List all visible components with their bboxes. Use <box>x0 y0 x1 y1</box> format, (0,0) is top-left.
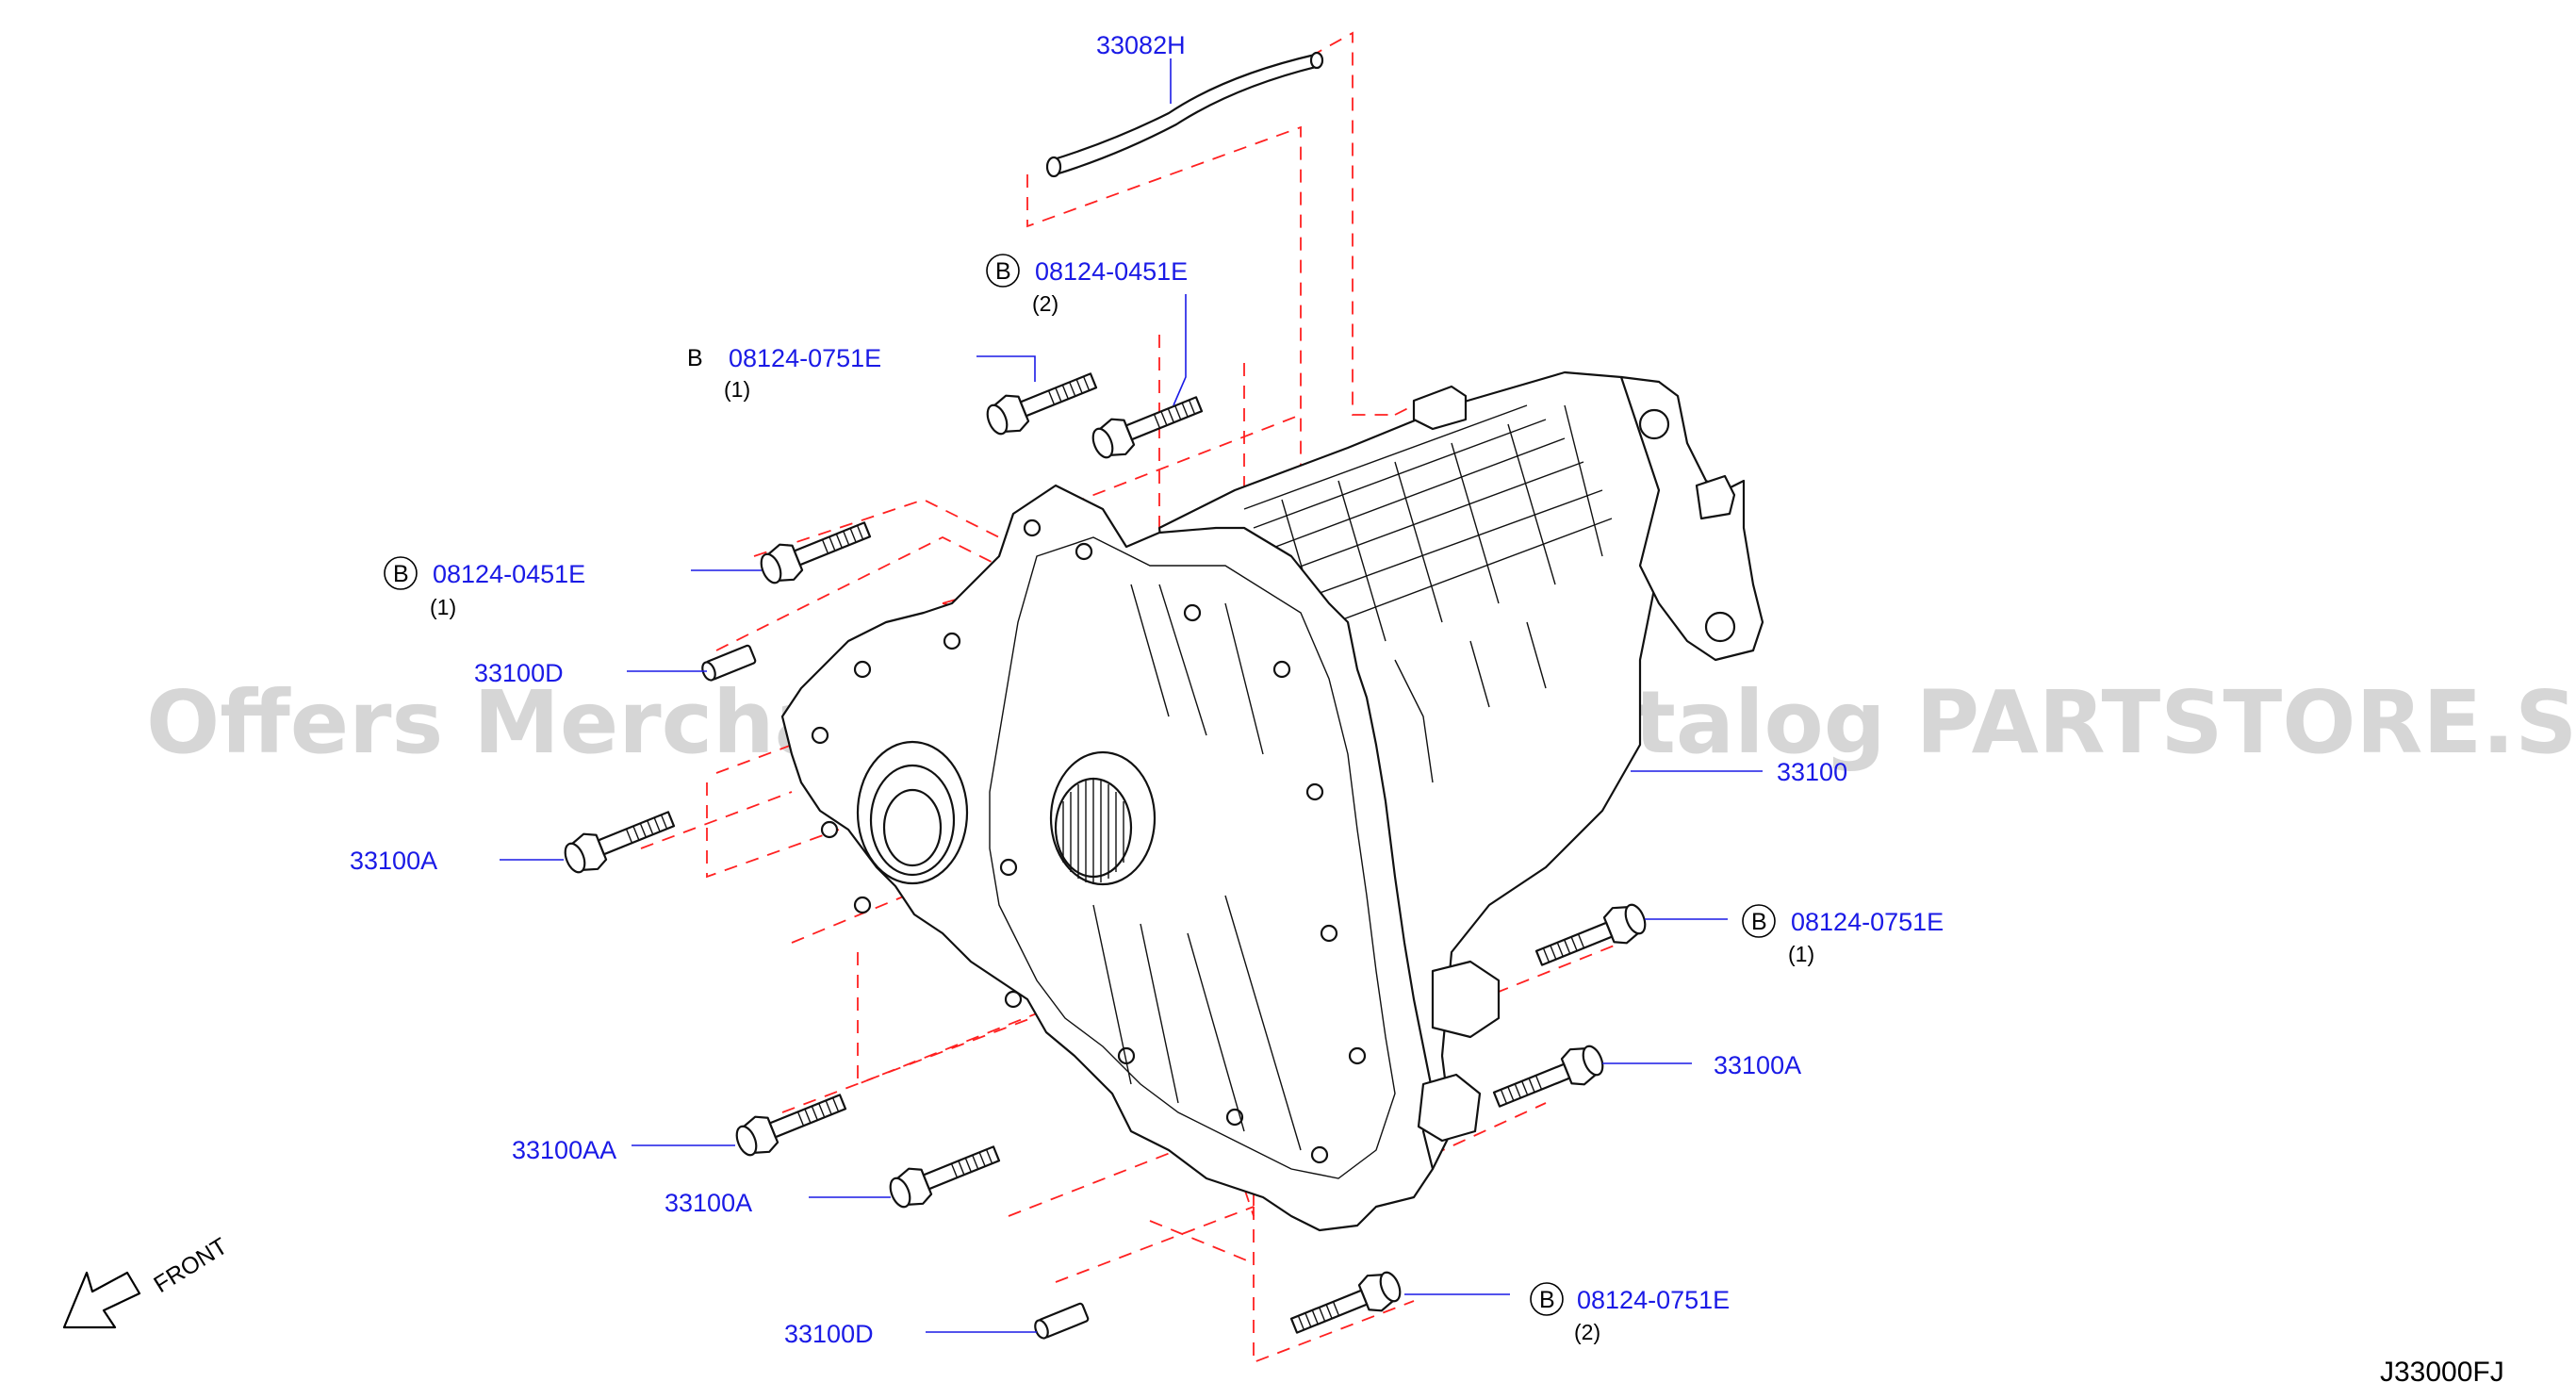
bolt-left-lower-graphic <box>730 1083 851 1163</box>
callout-08124-0451E-left[interactable]: B 08124-0451E (1) <box>384 556 585 619</box>
part-number-label: 08124-0751E <box>1791 908 1944 936</box>
circled-b-icon <box>1742 904 1776 938</box>
quantity-label: (1) <box>724 377 750 402</box>
leader-lines <box>500 58 1763 1333</box>
quantity-label: (2) <box>1574 1320 1600 1344</box>
quantity-label: (1) <box>1788 942 1814 966</box>
b-symbol: B <box>393 561 409 587</box>
circled-b-icon <box>986 254 1020 288</box>
callout-33100D-upper[interactable]: 33100D <box>474 659 564 687</box>
b-symbol: B <box>1539 1287 1555 1313</box>
callout-33100AA[interactable]: 33100AA <box>512 1136 616 1164</box>
part-number-label: 33100A <box>1714 1051 1801 1079</box>
part-number-label: 33100D <box>784 1320 874 1348</box>
left-output-bearing <box>856 740 969 885</box>
part-number-label: 08124-0451E <box>433 560 585 588</box>
part-number-label: 33100 <box>1777 758 1847 786</box>
bolt-left-mid-graphic <box>559 800 680 881</box>
b-symbol: B <box>687 345 703 371</box>
b-symbol: B <box>995 258 1011 285</box>
part-number-label: 33082H <box>1096 31 1186 59</box>
quantity-label: (1) <box>430 595 456 619</box>
part-number-label: 08124-0451E <box>1035 257 1188 286</box>
vent-hose <box>1045 51 1324 178</box>
transfer-case-housing <box>780 370 1764 1232</box>
callout-33100A-right-mid[interactable]: 33100A <box>1714 1051 1801 1079</box>
dowel-lower-graphic <box>1031 1301 1091 1341</box>
callout-33100[interactable]: 33100 <box>1777 758 1847 786</box>
splined-output-shaft <box>1049 750 1157 886</box>
bolt-left-upper-graphic <box>755 511 876 591</box>
part-number-label: 33100A <box>665 1189 752 1217</box>
bolt-top-left-graphic <box>981 362 1102 442</box>
quantity-label: (2) <box>1032 291 1058 316</box>
callout-33100A-left-mid[interactable]: 33100A <box>350 847 437 875</box>
callout-08124-0751E-top[interactable]: B 08124-0751E (1) <box>687 344 881 402</box>
circled-b-icon <box>384 556 418 590</box>
front-direction-indicator: FRONT <box>62 1233 232 1329</box>
bolt-right-upper-graphic <box>1531 897 1651 977</box>
callout-33100A-left-bottom[interactable]: 33100A <box>665 1189 752 1217</box>
flange-bolt-holes <box>811 518 1367 1164</box>
bolt-left-bottom-graphic <box>884 1135 1005 1215</box>
callout-08124-0751E-right[interactable]: B 08124-0751E (1) <box>1742 904 1944 966</box>
b-symbol: B <box>1751 909 1767 935</box>
circled-b-icon <box>1530 1282 1564 1316</box>
part-number-label: 33100A <box>350 847 437 875</box>
part-number-label: 08124-0751E <box>729 344 881 372</box>
front-label: FRONT <box>149 1233 232 1298</box>
part-number-label: 33100AA <box>512 1136 616 1164</box>
callout-08124-0451E-top[interactable]: B 08124-0451E (2) <box>986 254 1188 316</box>
part-number-label: 33100D <box>474 659 564 687</box>
part-number-label: 08124-0751E <box>1577 1286 1730 1314</box>
callout-33100D-lower[interactable]: 33100D <box>784 1320 874 1348</box>
bolt-top-right-graphic <box>1087 386 1207 466</box>
front-arrow-icon <box>62 1271 141 1329</box>
bolt-bottom-right-graphic <box>1286 1264 1406 1344</box>
diagram-code: J33000FJ <box>2380 1357 2504 1388</box>
bolt-right-mid-graphic <box>1488 1038 1609 1118</box>
callout-33082H[interactable]: 33082H <box>1096 31 1186 59</box>
callout-08124-0751E-bottom[interactable]: B 08124-0751E (2) <box>1530 1282 1730 1344</box>
